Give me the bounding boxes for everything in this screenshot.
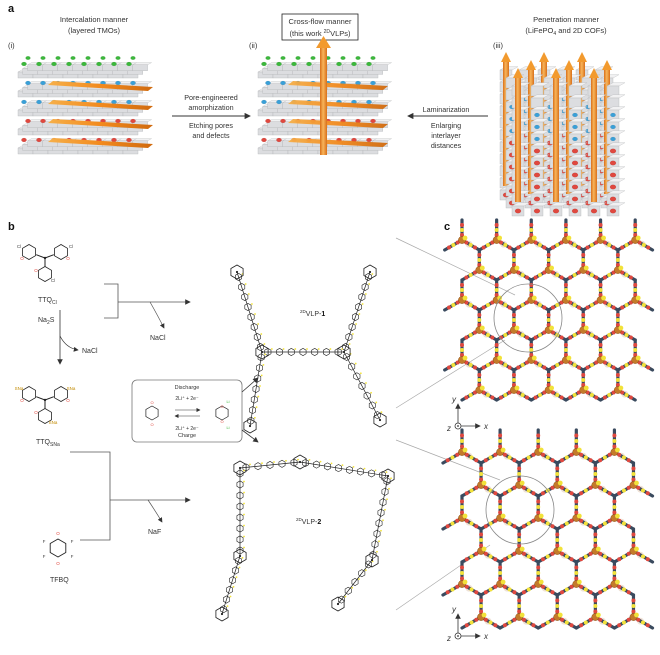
bracket-top <box>104 283 119 319</box>
atom-o: O <box>34 268 38 273</box>
stack-cross-flow <box>257 36 392 155</box>
atom-li: Li <box>226 425 229 430</box>
header-middle-subtitle: (this work 2DVLPs) <box>289 29 351 38</box>
vlp1-network <box>230 264 387 434</box>
arrow-naf-out <box>147 499 163 523</box>
atom-o: O <box>20 256 24 261</box>
header-left-subtitle: (layered TMOs) <box>68 26 120 35</box>
atom-o: O <box>150 422 153 427</box>
arrow-left-line4: and defects <box>192 131 230 140</box>
atom-sub: Cl <box>17 244 21 249</box>
arrow-left-line3: Etching pores <box>189 121 233 130</box>
atom-o: O <box>66 398 70 403</box>
na2s-label: Na2S <box>38 317 55 326</box>
arrow-box-to-vlp1 <box>241 377 259 393</box>
nacl-label-2: NaCl <box>150 335 166 342</box>
arrow-left-line1: Pore-engineered <box>184 93 238 102</box>
arrow-nacl-branch <box>59 335 79 352</box>
atom-o: O <box>34 410 38 415</box>
axis-z-2: z <box>446 634 451 643</box>
naf-label: NaF <box>148 529 161 536</box>
zoom-circle-2 <box>485 475 555 545</box>
panel-a-label: a <box>8 3 15 15</box>
arrow-right-line1: Laminarization <box>423 105 470 114</box>
arrow-left-line2: amorphization <box>188 103 233 112</box>
axis-y-2: y <box>451 605 457 614</box>
vlp1-label: 2DVLP-1 <box>300 309 325 318</box>
panel-b-label: b <box>8 221 15 233</box>
atom-li: Li <box>226 399 229 404</box>
atom-o: O <box>56 561 60 566</box>
vlp2-label: 2DVLP-2 <box>296 517 321 526</box>
arrow-right-line4: distances <box>431 141 462 150</box>
ttq-cl-label: TTQCl <box>38 297 57 306</box>
redox-eq-bottom: 2Li⁺ + 2e⁻ <box>175 426 199 432</box>
atom-sub: SNa <box>49 420 58 425</box>
header-left-roman: (i) <box>8 41 15 50</box>
lattice-vlp2 <box>441 428 655 630</box>
redox-molecule-oxidized: OO <box>145 400 159 427</box>
zoom-line-1b <box>395 339 506 409</box>
header-left-title: Intercalation manner <box>60 15 129 24</box>
arrow-nacl-out <box>149 301 165 329</box>
header-middle-box <box>281 13 359 41</box>
axis-y-1: y <box>451 395 457 404</box>
atom-o: O <box>56 531 60 536</box>
arrow-right-line2: Enlarging <box>431 121 461 130</box>
atom-o: O <box>66 256 70 261</box>
header-right-subtitle: (LiFePO4 and 2D COFs) <box>525 26 607 37</box>
ttq-sna-label: TTQSNa <box>36 439 60 448</box>
arrow-right-line3: interlayer <box>431 131 461 140</box>
atom-f: F <box>71 539 74 544</box>
stack-penetration <box>499 52 626 217</box>
lattice-vlp1 <box>443 218 655 402</box>
redox-charge: Charge <box>178 433 196 439</box>
panel-c-label: c <box>444 221 450 233</box>
header-middle-roman: (ii) <box>249 41 258 50</box>
vlp2-network <box>215 454 395 622</box>
axis-x-1: x <box>483 422 489 431</box>
atom-f: F <box>71 554 74 559</box>
header-middle-title: Cross-flow manner <box>289 17 352 26</box>
atom-o: O <box>220 419 223 424</box>
atom-sub: Cl <box>51 278 55 283</box>
atom-sub: SNa <box>15 386 24 391</box>
atom-o: O <box>150 400 153 405</box>
atom-f: F <box>43 539 46 544</box>
atom-sub: Cl <box>69 244 73 249</box>
tfbq-label: TFBQ <box>50 577 69 584</box>
axis-z-1: z <box>446 424 451 433</box>
redox-eq-top: 2Li⁺ + 2e⁻ <box>175 396 199 402</box>
redox-box <box>131 379 243 443</box>
zoom-circle-1 <box>493 283 563 353</box>
redox-discharge: Discharge <box>175 385 200 391</box>
bracket-bottom <box>70 451 111 541</box>
axes-2: y x z <box>446 605 489 643</box>
header-right-roman: (iii) <box>493 41 503 50</box>
atom-sub: SNa <box>67 386 76 391</box>
axis-x-2: x <box>483 632 489 641</box>
atom-o: O <box>20 398 24 403</box>
molecule-tfbq: O O F F F F <box>43 531 74 566</box>
header-right-title: Penetration manner <box>533 15 599 24</box>
stack-intercalation <box>17 56 153 155</box>
atom-o: O <box>220 404 223 409</box>
atom-f: F <box>43 554 46 559</box>
nacl-label-1: NaCl <box>82 348 98 355</box>
arrow-box-to-vlp2 <box>241 429 259 443</box>
axes-1: y x z <box>446 395 489 433</box>
